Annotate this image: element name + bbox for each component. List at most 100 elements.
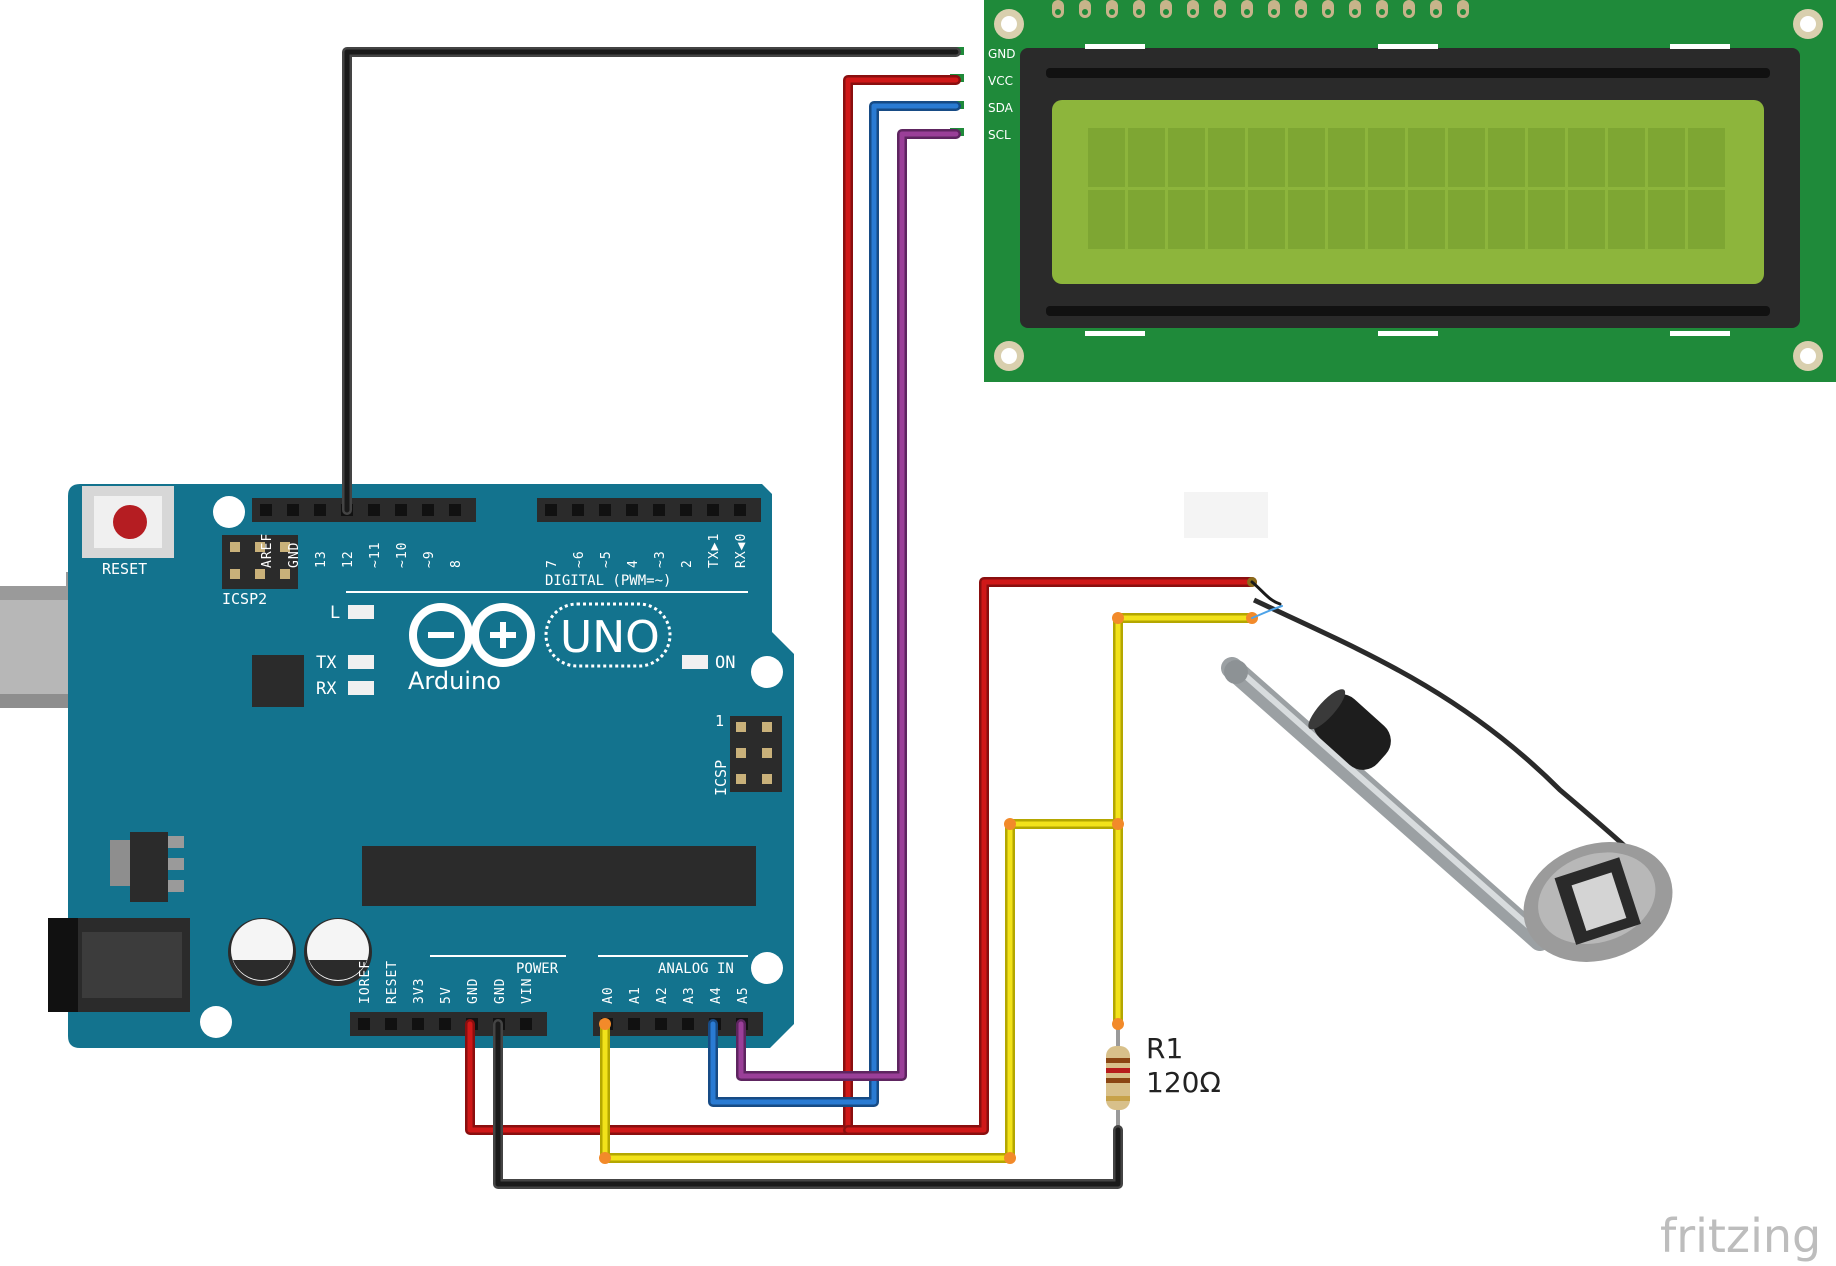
- lcd-module: GND VCC SDA SCL: [950, 0, 1836, 382]
- header-pin: [653, 504, 665, 516]
- lcd-char-cell: [1168, 190, 1205, 249]
- resistor-value: 120Ω: [1146, 1066, 1221, 1099]
- header-pin: [449, 504, 461, 516]
- icsp-header: 1 ICSP: [712, 712, 782, 796]
- lcd-char-cell: [1528, 128, 1565, 187]
- lcd-char-cell: [1408, 190, 1445, 249]
- power-header-label: POWER: [516, 961, 559, 977]
- led-l: [348, 605, 374, 619]
- header-pin: [628, 1018, 640, 1030]
- lcd-char-cell: [1208, 128, 1245, 187]
- reset-button-cap[interactable]: [113, 505, 147, 539]
- pin-label: ~6: [572, 550, 587, 568]
- header-pin: [626, 504, 638, 516]
- icsp-label: ICSP: [712, 760, 730, 796]
- pin-label: VIN: [520, 978, 535, 1004]
- brand-label: Arduino: [408, 667, 501, 695]
- capacitor: [304, 918, 372, 986]
- pin-label: A1: [628, 986, 643, 1004]
- lcd-char-cell: [1208, 190, 1245, 249]
- lcd-char-cell: [1488, 128, 1525, 187]
- icsp-pin1-label: 1: [715, 712, 724, 730]
- header-pin: [545, 504, 557, 516]
- header-pin: [439, 1018, 451, 1030]
- header-pin: [682, 1018, 694, 1030]
- reset-label: RESET: [102, 560, 147, 578]
- arduino-logo: UNO Arduino: [408, 602, 672, 695]
- pin-label: A5: [736, 986, 751, 1004]
- pin-label: IOREF: [358, 960, 373, 1004]
- pin-label: RESET: [385, 960, 400, 1004]
- lcd-char-cell: [1088, 128, 1125, 187]
- lcd-char-cell: [1328, 128, 1365, 187]
- analog-header-label: ANALOG IN: [658, 961, 734, 977]
- led-tx: [348, 655, 374, 669]
- pin-label: 5V: [439, 986, 454, 1004]
- wires: [342, 47, 1283, 1189]
- header-pin: [287, 504, 299, 516]
- pin-label: GND: [287, 542, 302, 568]
- pin-label: ~5: [599, 550, 614, 568]
- usb-chip: [252, 655, 304, 707]
- lcd-char-cell: [1488, 190, 1525, 249]
- pin-label: GND: [466, 978, 481, 1004]
- pin-label: A0: [601, 986, 616, 1004]
- pin-label: 2: [680, 559, 695, 568]
- sensor-float: [1308, 689, 1391, 770]
- lcd-char-cell: [1288, 128, 1325, 187]
- wire-gnd-lcd: [342, 47, 961, 515]
- resistor-r1: R1 120Ω: [1106, 1026, 1221, 1130]
- microcontroller-chip: [362, 846, 756, 906]
- lcd-pin-label: SCL: [988, 128, 1011, 142]
- header-pin: [412, 1018, 424, 1030]
- lcd-char-cell: [1088, 190, 1125, 249]
- led-l-label: L: [330, 603, 340, 623]
- lcd-pin-label: GND: [988, 47, 1016, 61]
- lcd-pin-label: VCC: [988, 74, 1013, 88]
- pin-label: A2: [655, 986, 670, 1004]
- board-pcb: [68, 484, 794, 1048]
- lcd-top-header: [1052, 0, 1469, 18]
- led-rx-label: RX: [316, 679, 337, 699]
- led-on: [682, 655, 708, 669]
- lcd-char-grid: [1088, 128, 1725, 249]
- header-pin: [655, 1018, 667, 1030]
- lcd-char-cell: [1328, 190, 1365, 249]
- pin-label: 7: [545, 559, 560, 568]
- lcd-char-cell: [1568, 128, 1605, 187]
- lcd-char-cell: [1688, 190, 1725, 249]
- lcd-char-cell: [1408, 128, 1445, 187]
- lcd-char-cell: [1248, 190, 1285, 249]
- header-pin: [422, 504, 434, 516]
- pin-label: 4: [626, 559, 641, 568]
- pin-label: ~11: [368, 542, 383, 568]
- header-pin: [395, 504, 407, 516]
- pin-label: A3: [682, 986, 697, 1004]
- lcd-char-cell: [1128, 190, 1165, 249]
- pin-label: 12: [341, 550, 356, 568]
- lcd-char-cell: [1648, 128, 1685, 187]
- sensor-shadow: [1184, 492, 1268, 538]
- resistor-ref: R1: [1146, 1032, 1183, 1065]
- lcd-char-cell: [1448, 190, 1485, 249]
- pin-label: ~3: [653, 550, 668, 568]
- wire-vcc-sensor: [843, 577, 1257, 1135]
- led-tx-label: TX: [316, 653, 337, 673]
- lcd-char-cell: [1368, 190, 1405, 249]
- pin-label: ~9: [422, 550, 437, 568]
- lcd-char-cell: [1608, 190, 1645, 249]
- icsp2-header: ICSP2: [222, 535, 298, 608]
- lcd-char-cell: [1648, 190, 1685, 249]
- model-label: UNO: [560, 612, 660, 663]
- header-pin: [520, 1018, 532, 1030]
- led-rx: [348, 681, 374, 695]
- arduino-uno-board: RESET ICSP2: [0, 484, 794, 1048]
- icsp2-label: ICSP2: [222, 590, 267, 608]
- digital-header-label: DIGITAL (PWM=~): [545, 573, 671, 589]
- pin-label: ~10: [395, 542, 410, 568]
- level-sensor: [1184, 492, 1673, 962]
- header-pin: [707, 504, 719, 516]
